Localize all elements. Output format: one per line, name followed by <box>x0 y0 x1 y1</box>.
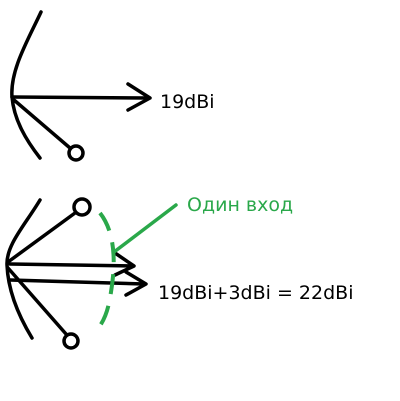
input-pointer-line <box>112 203 178 254</box>
bottom-beam-arrowhead-upper <box>113 251 136 277</box>
bottom-beam-line-lower <box>8 278 146 286</box>
bottom-reflector-dish <box>5 198 42 340</box>
top-beam-line <box>10 95 150 100</box>
top-reflector-dish <box>10 10 43 160</box>
top-feed-arm <box>12 98 72 150</box>
combined-feed-dashed-outline <box>93 211 116 334</box>
bottom-lower-feed-arm <box>6 266 68 336</box>
top-feed-circle <box>67 144 85 162</box>
bottom-gain-label: 19dBi+3dBi = 22dBi <box>158 282 353 304</box>
top-gain-label: 19dBi <box>160 91 215 113</box>
bottom-upper-feed-circle <box>72 197 92 217</box>
bottom-beam-line-upper <box>8 262 134 268</box>
top-antenna: 19dBi <box>10 10 215 162</box>
input-annotation: Один вход <box>93 194 293 334</box>
input-note-label: Один вход <box>187 194 293 216</box>
top-beam-arrowhead <box>126 82 152 112</box>
bottom-upper-feed-arm <box>6 211 77 264</box>
bottom-lower-feed-circle <box>62 332 80 350</box>
bottom-antenna: 19dBi+3dBi = 22dBi <box>5 197 353 350</box>
bottom-beam-arrowhead-lower <box>124 270 148 297</box>
